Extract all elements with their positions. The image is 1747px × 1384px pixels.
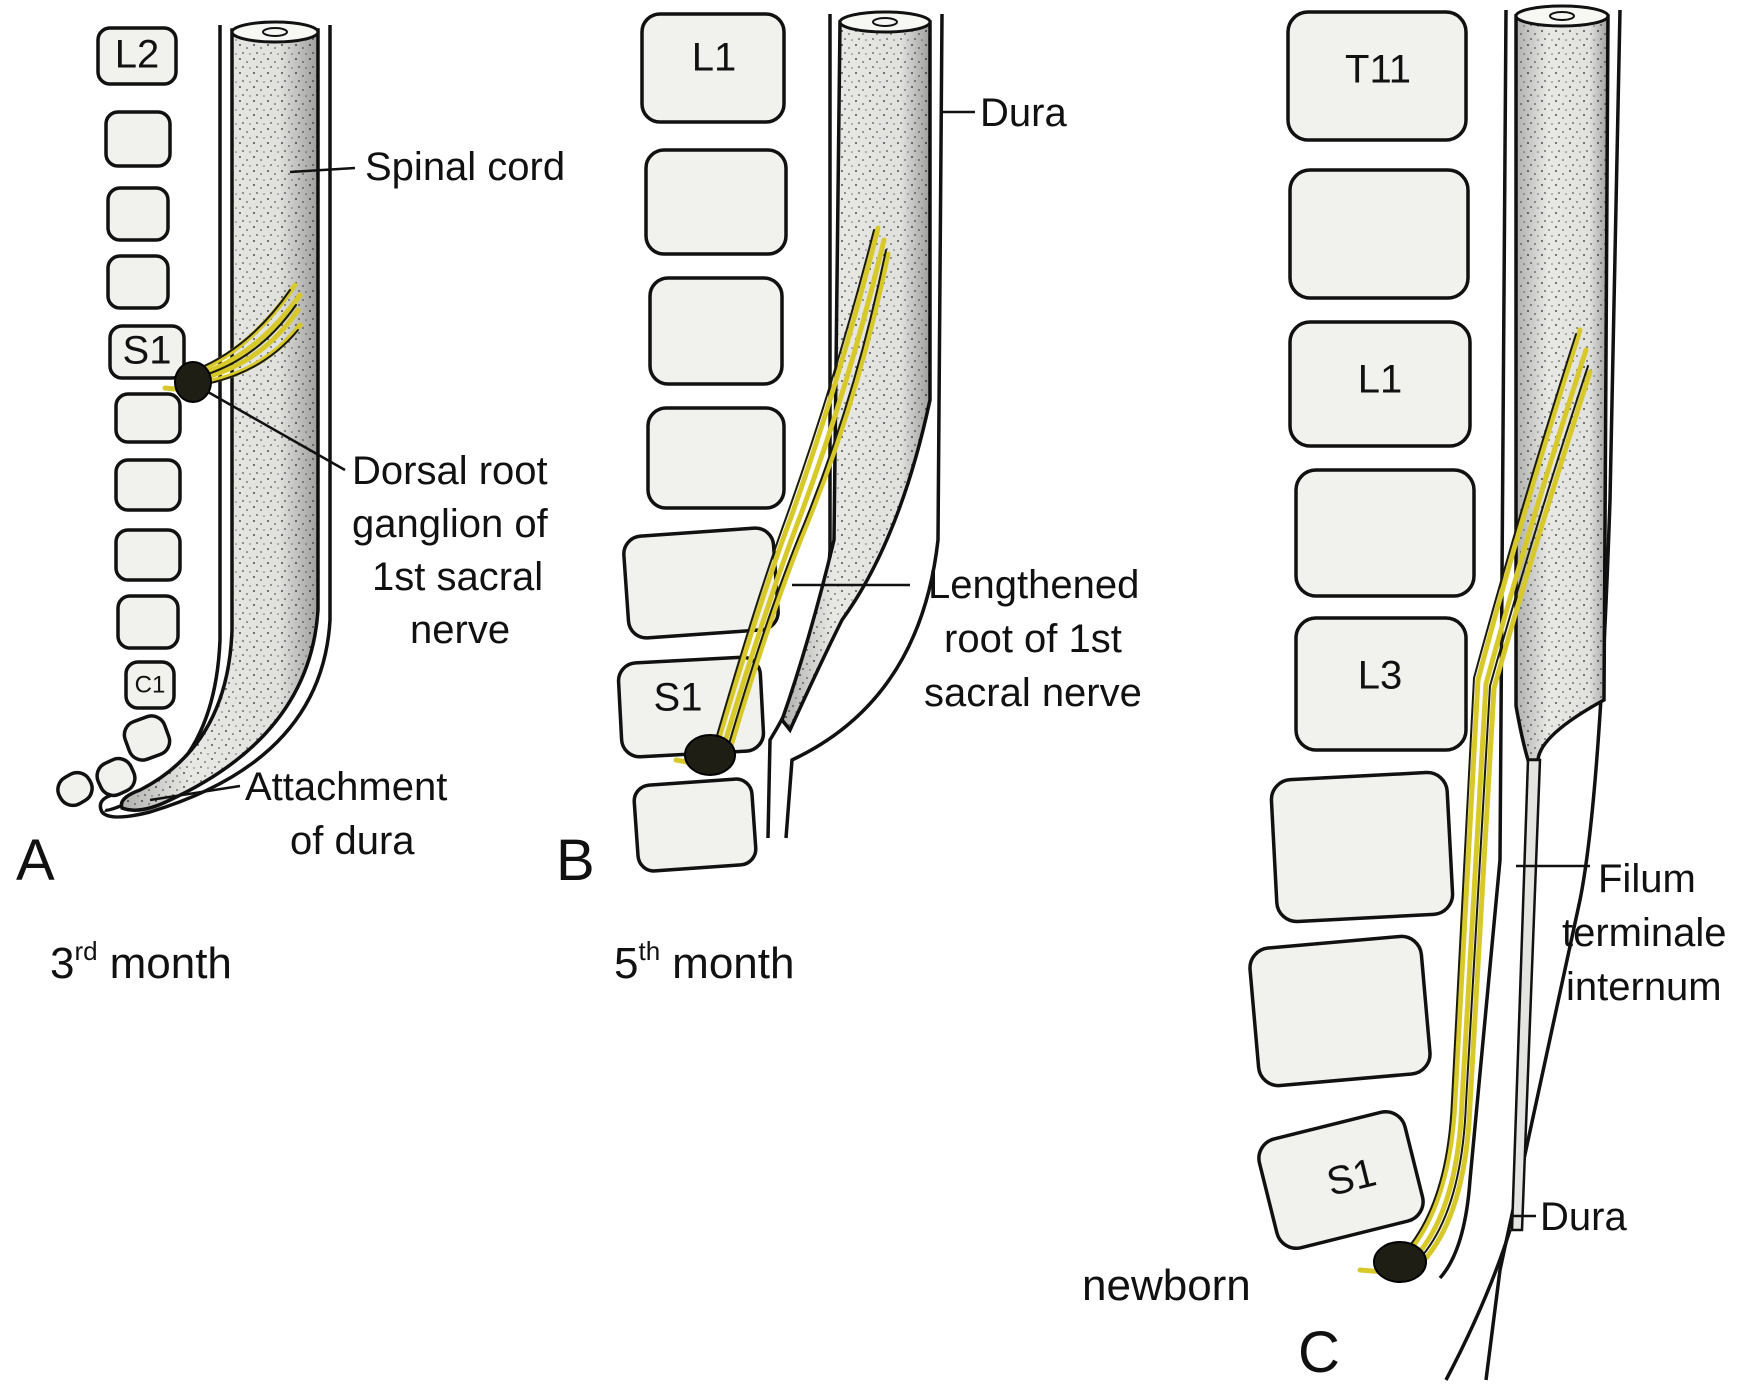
label-drg-line-4: nerve [410,608,510,652]
label-root-line-1: Lengthened [928,563,1139,607]
label-filum-line-2: terminale [1562,911,1727,955]
label-attachment-line-2: of dura [290,819,415,863]
stage-b-number: 5 [614,939,638,988]
label-dura-b: Dura [980,91,1067,135]
panel-letter-a: A [16,828,55,893]
vertebra [53,768,97,811]
label-root-line-3: sacral nerve [924,671,1142,715]
panel-a: L2 S1 C1 Spinal cord Dorsal root ganglio… [16,22,565,988]
vertebra-label-l2: L2 [115,33,160,77]
panel-b-dorsal-root-ganglion [685,735,735,775]
panel-b-cord-top [840,12,930,32]
panel-b: L1 S1 Dura Lengthened root of 1st sacral… [556,12,1142,988]
panel-c-vertebrae [1248,12,1474,1252]
stage-a-number: 3 [50,939,74,988]
label-spinal-cord: Spinal cord [365,145,565,189]
stage-a-suffix: rd [74,936,97,966]
vertebra [106,112,170,166]
stage-b-word: month [672,939,794,988]
vertebra [1296,470,1474,596]
panel-c: T11 L1 L3 S1 Filum terminale internum [1082,6,1727,1384]
panel-c-filum-terminale [1512,760,1540,1230]
vertebra [118,596,178,648]
vertebra [116,530,180,580]
vertebra [120,712,173,764]
label-drg-line-2: ganglion of [352,502,549,546]
vertebra [648,408,784,508]
label-drg-line-1: Dorsal root [352,449,548,493]
panel-letter-b: B [556,828,595,893]
vertebra [108,188,168,240]
vertebra [1270,771,1453,922]
vertebra [1290,170,1468,298]
vertebra [1248,935,1431,1087]
label-filum-line-1: Filum [1598,857,1696,901]
vertebra [116,394,180,442]
vertebra [650,278,782,384]
label-filum-line-3: internum [1566,965,1722,1009]
vertebra [646,150,786,254]
vertebra-label-l3: L3 [1358,654,1403,698]
vertebra-label-s1: S1 [123,329,172,373]
stage-a-word: month [110,939,232,988]
label-dura-c: Dura [1540,1195,1627,1239]
panel-letter-c: C [1298,1320,1340,1384]
panel-a-cord-top [232,22,318,42]
panel-a-dorsal-root-ganglion [175,362,211,402]
stage-label-c: newborn [1082,1261,1251,1310]
vertebra-label-l1-c: L1 [1358,358,1403,402]
vertebra [108,256,168,308]
stage-b-suffix: th [638,936,660,966]
vertebra [633,778,757,872]
vertebra [116,460,180,510]
vertebra-label-c1: C1 [135,671,166,698]
label-root-line-2: root of 1st [944,617,1122,661]
panel-c-cord-top [1516,6,1608,26]
vertebra-label-s1-b: S1 [654,676,703,720]
label-drg-line-3: 1st sacral [372,555,543,599]
vertebra-label-t11: T11 [1345,48,1411,92]
vertebra-label-l1: L1 [692,36,737,80]
panel-c-dorsal-root-ganglion [1374,1242,1426,1282]
label-attachment-line-1: Attachment [245,765,447,809]
